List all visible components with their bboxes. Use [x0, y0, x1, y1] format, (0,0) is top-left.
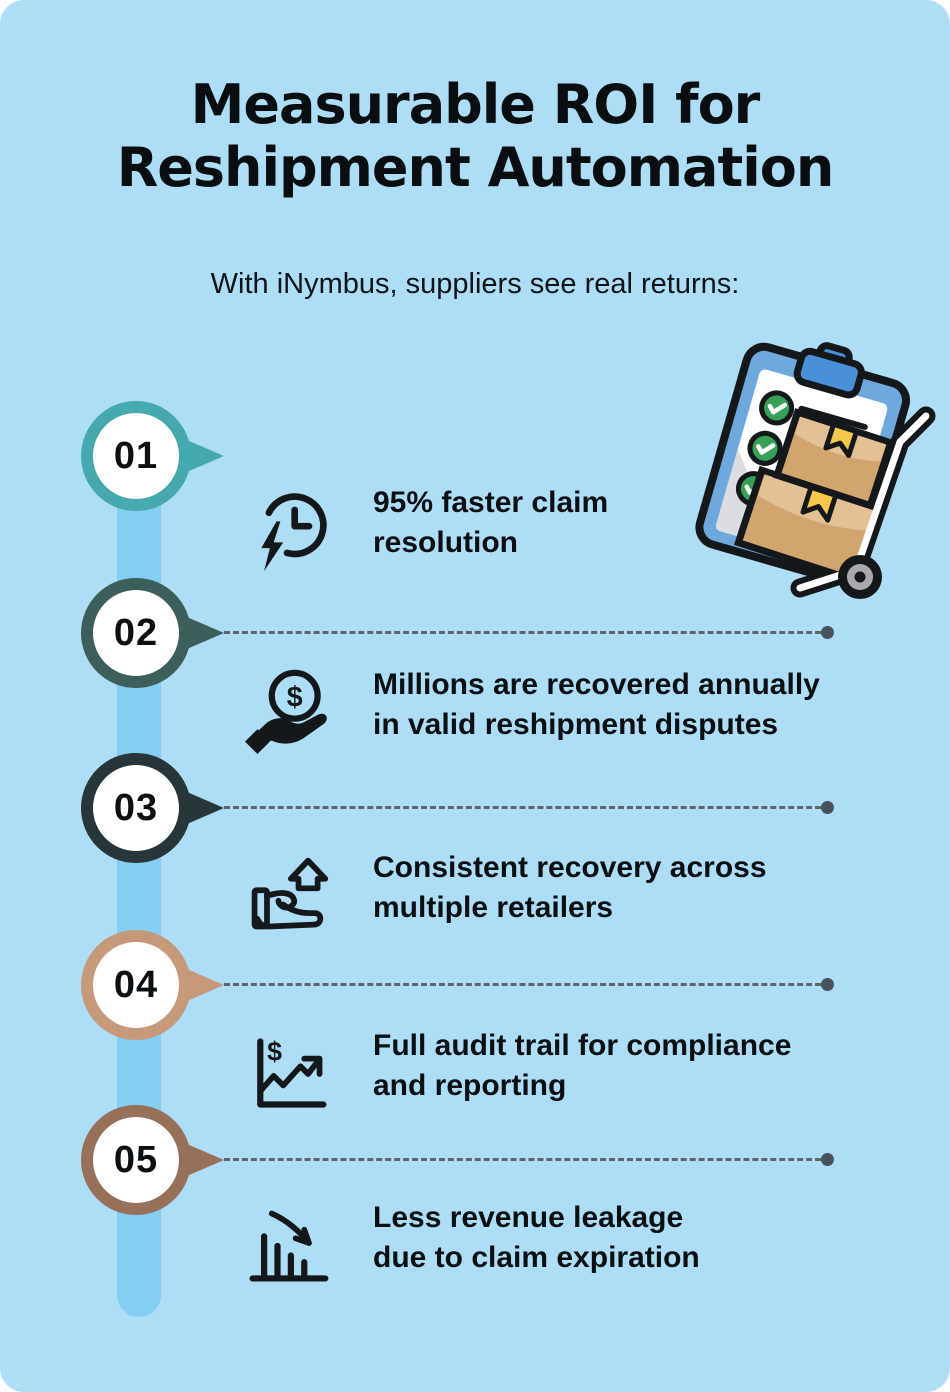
- marker-number: 02: [113, 611, 159, 654]
- marker-number: 05: [113, 1138, 159, 1181]
- timeline-marker-01: 01: [78, 396, 228, 516]
- marker-number: 01: [113, 434, 159, 477]
- item-text-line2: and reporting: [373, 1068, 567, 1102]
- audit-chart-icon: $: [257, 1037, 327, 1108]
- dollar-glyph: $: [287, 681, 303, 713]
- marker-number: 04: [113, 963, 159, 1006]
- hand-up-arrow-icon: [251, 857, 329, 930]
- connector-line-04: [224, 978, 834, 991]
- connector-line-05: [224, 1153, 834, 1166]
- dollar-glyph: $: [267, 1037, 282, 1067]
- marker-number: 03: [113, 786, 159, 829]
- item-text-line1: Full audit trail for compliance: [373, 1029, 792, 1062]
- item-text-line1: Millions are recovered annually: [373, 668, 820, 701]
- timeline-item-2: $ Millions are recovered annually in val…: [245, 665, 820, 755]
- page-subtitle: With iNymbus, suppliers see real returns…: [210, 268, 740, 300]
- connector-line-03: [224, 801, 834, 814]
- item-text: Less revenue leakage due to claim expira…: [373, 1198, 700, 1277]
- dollar-hand-icon: $: [245, 669, 327, 755]
- item-text-line1: 95% faster claim: [373, 486, 609, 519]
- marker-pin-icon: [81, 401, 224, 511]
- timeline-marker-02: 02: [78, 573, 228, 693]
- item-text-line2: resolution: [373, 525, 519, 559]
- marker-pin-icon: [81, 1105, 224, 1215]
- timeline-item-4: $ Full audit trail for compliance and re…: [245, 1026, 791, 1116]
- item-text: 95% faster claim resolution: [373, 483, 608, 562]
- timeline-marker-05: 05: [78, 1100, 228, 1220]
- clipboard-hand-truck-illustration: [695, 342, 936, 599]
- timeline-item-5: Less revenue leakage due to claim expira…: [245, 1198, 700, 1288]
- timeline-marker-03: 03: [78, 748, 228, 868]
- timeline-item-3: Consistent recovery across multiple reta…: [245, 848, 767, 938]
- boxes-icon: [733, 408, 896, 585]
- marker-pin-icon: [81, 930, 224, 1040]
- fast-claim-time-icon: [261, 493, 327, 572]
- item-text-line2: in valid reshipment disputes: [373, 707, 779, 741]
- item-text: Millions are recovered annually in valid…: [373, 665, 820, 744]
- hand-truck-icon: [733, 406, 936, 599]
- item-text-line1: Less revenue leakage: [373, 1201, 684, 1234]
- item-text-line2: multiple retailers: [373, 890, 614, 924]
- timeline-item-1: 95% faster claim resolution: [245, 483, 608, 573]
- marker-pin-icon: [81, 753, 224, 863]
- item-text-line1: Consistent recovery across: [373, 851, 767, 884]
- item-text: Full audit trail for compliance and repo…: [373, 1026, 791, 1105]
- declining-bars-icon: [249, 1210, 329, 1282]
- item-text-line2: due to claim expiration: [373, 1240, 700, 1274]
- marker-pin-icon: [81, 578, 224, 688]
- title-line-1: Measurable ROI for: [190, 73, 761, 136]
- item-text: Consistent recovery across multiple reta…: [373, 848, 767, 927]
- title-line-2: Reshipment Automation: [116, 135, 835, 199]
- page-title: Measurable ROI for Reshipment Automation: [0, 73, 950, 199]
- connector-line-02: [224, 626, 834, 639]
- timeline-marker-04: 04: [78, 925, 228, 1045]
